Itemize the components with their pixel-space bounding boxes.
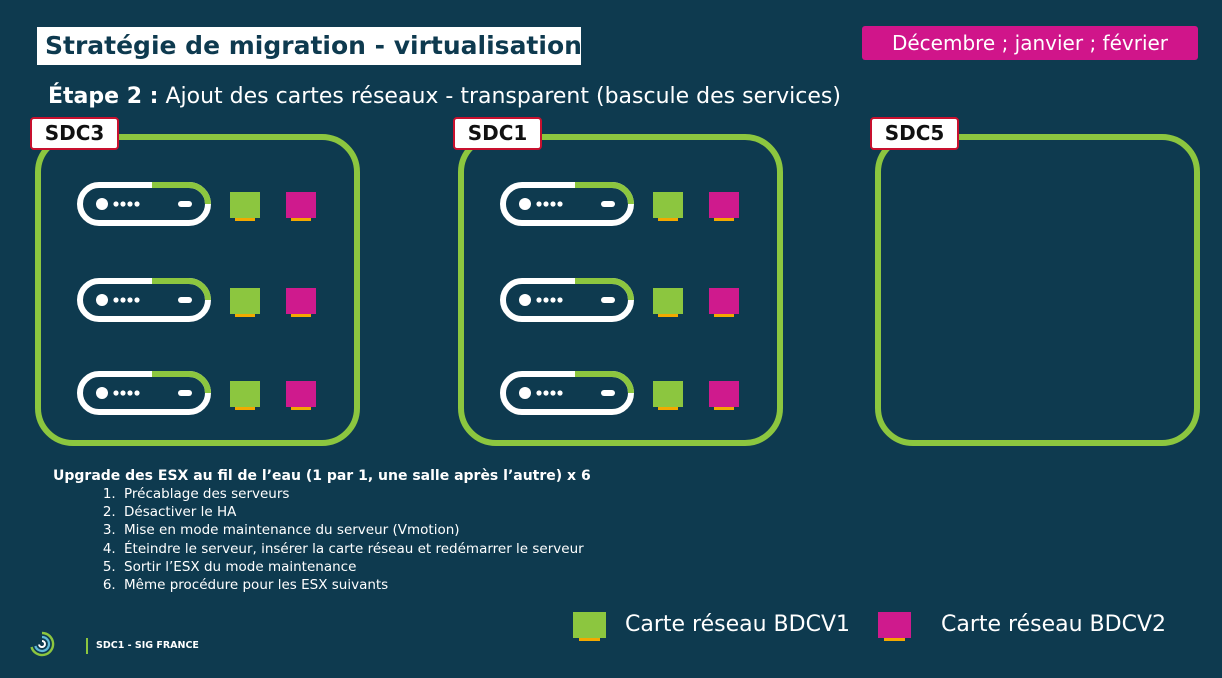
legend-bdcv2-label: Carte réseau BDCV2 (941, 612, 1166, 637)
server-icon (499, 181, 635, 227)
procedure-step: Éteindre le serveur, insérer la carte ré… (120, 540, 591, 558)
server-icon (76, 370, 212, 416)
network-card-bdcv2-icon (709, 381, 739, 410)
legend-bdcv1-label: Carte réseau BDCV1 (625, 612, 850, 637)
date-badge: Décembre ; janvier ; février (862, 26, 1198, 60)
step-description: Ajout des cartes réseaux - transparent (… (165, 84, 841, 109)
procedure-step: Désactiver le HA (120, 503, 591, 521)
room-sdc5-frame (875, 134, 1200, 446)
network-card-bdcv2-icon (286, 288, 316, 317)
step-label: Étape 2 : (48, 84, 159, 109)
procedure-step: Sortir l’ESX du mode maintenance (120, 558, 591, 576)
page-title: Stratégie de migration - virtualisation (45, 31, 582, 60)
legend-bdcv1-swatch-icon (573, 612, 606, 641)
legend-bdcv2-swatch-icon (878, 612, 911, 641)
spiral-logo-icon (30, 631, 55, 657)
procedure-step: Même procédure pour les ESX suivants (120, 576, 591, 594)
step-subtitle: Étape 2 : Ajout des cartes réseaux - tra… (48, 84, 841, 109)
procedure-step: Précablage des serveurs (120, 485, 591, 503)
room-label-sdc3: SDC3 (30, 117, 119, 150)
footer-text: SDC1 - SIG FRANCE (96, 640, 199, 651)
network-card-bdcv1-icon (653, 381, 683, 410)
network-card-bdcv1-icon (653, 288, 683, 317)
network-card-bdcv1-icon (653, 192, 683, 221)
network-card-bdcv1-icon (230, 288, 260, 317)
title-box: Stratégie de migration - virtualisation (37, 27, 582, 65)
procedure-step: Mise en mode maintenance du serveur (Vmo… (120, 521, 591, 539)
procedure-heading: Upgrade des ESX au fil de l’eau (1 par 1… (53, 468, 591, 484)
server-icon (499, 277, 635, 323)
server-icon (499, 370, 635, 416)
network-card-bdcv2-icon (709, 288, 739, 317)
server-icon (76, 277, 212, 323)
room-sdc3-frame (35, 134, 360, 446)
network-card-bdcv2-icon (286, 192, 316, 221)
procedure-notes: Upgrade des ESX au fil de l’eau (1 par 1… (53, 468, 591, 594)
network-card-bdcv2-icon (286, 381, 316, 410)
room-label-sdc1: SDC1 (453, 117, 542, 150)
server-icon (76, 181, 212, 227)
network-card-bdcv1-icon (230, 192, 260, 221)
network-card-bdcv2-icon (709, 192, 739, 221)
room-label-sdc5: SDC5 (870, 117, 959, 150)
procedure-steps: Précablage des serveurs Désactiver le HA… (53, 485, 591, 594)
footer-divider (86, 638, 88, 654)
network-card-bdcv1-icon (230, 381, 260, 410)
room-sdc1-frame (458, 134, 783, 446)
